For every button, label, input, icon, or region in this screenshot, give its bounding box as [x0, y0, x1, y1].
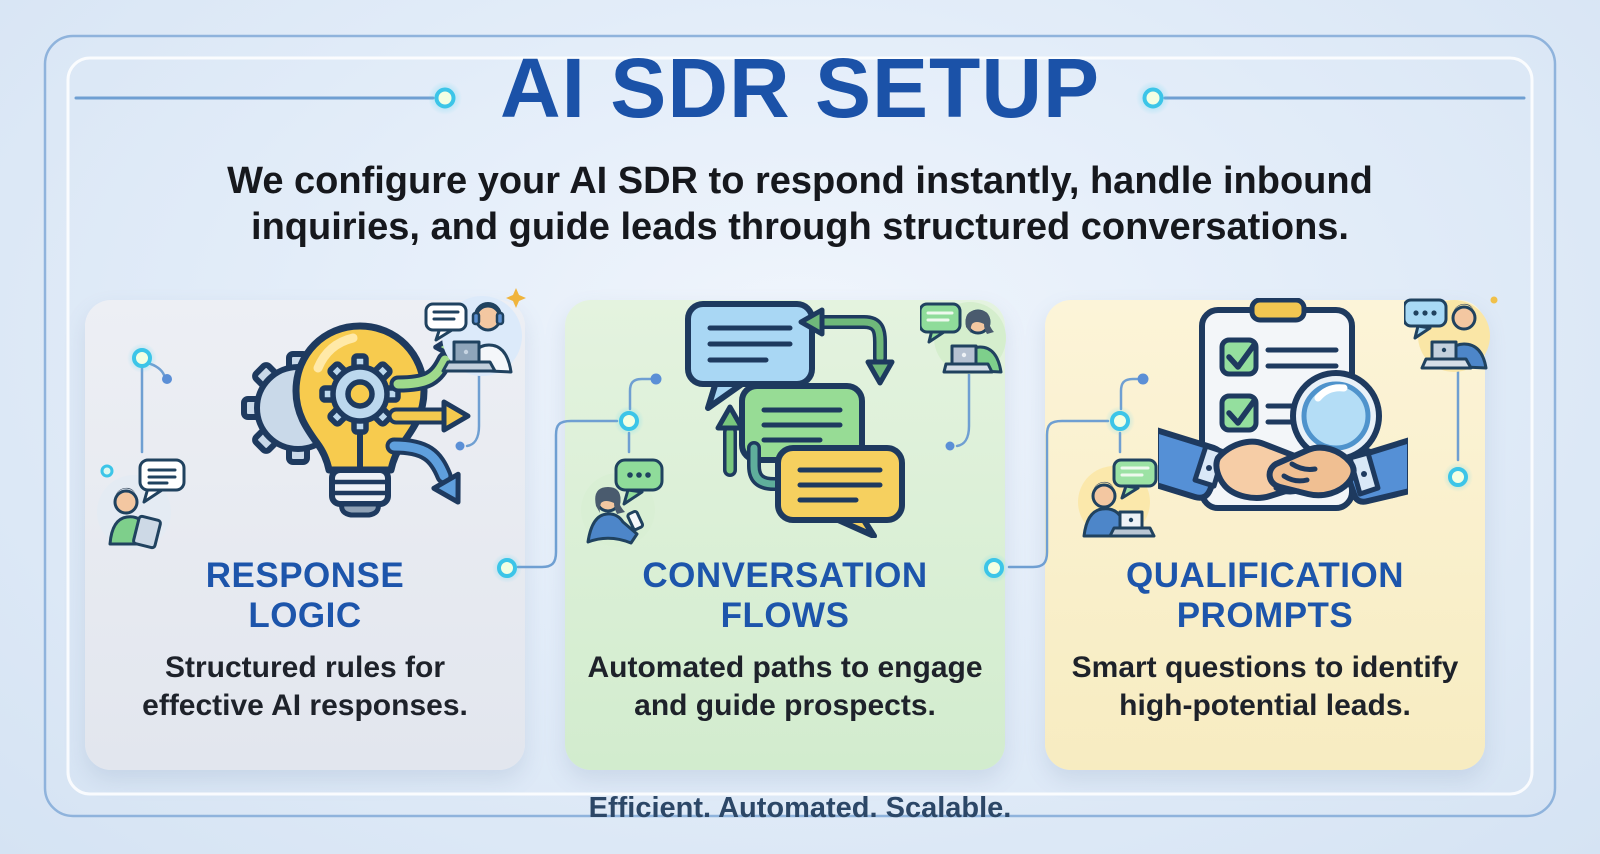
card-description-line: Automated paths to engage	[587, 651, 983, 684]
card-title-line: FLOWS	[720, 596, 850, 635]
card-description-line: and guide prospects.	[634, 689, 936, 722]
subtitle-line: inquiries, and guide leads through struc…	[251, 206, 1349, 248]
sparkle-dot	[1490, 296, 1498, 304]
subtitle-line: We configure your AI SDR to respond inst…	[227, 160, 1373, 202]
card-description: Smart questions to identify high-potenti…	[1045, 649, 1485, 725]
footer-tagline: Efficient. Automated. Scalable.	[588, 792, 1012, 824]
page-subtitle: We configure your AI SDR to respond inst…	[0, 158, 1600, 250]
card-qualification-prompts: QUALIFICATION PROMPTS Smart questions to…	[1045, 300, 1485, 770]
card-title-line: LOGIC	[248, 596, 362, 635]
card-description-line: high-potential leads.	[1119, 689, 1411, 722]
card-title-line: PROMPTS	[1176, 596, 1354, 635]
card-title-line: QUALIFICATION	[1125, 556, 1405, 595]
card-response-logic: RESPONSE LOGIC Structured rules for effe…	[85, 300, 525, 770]
card-description-line: effective AI responses.	[142, 689, 468, 722]
card-description: Structured rules for effective AI respon…	[85, 649, 525, 725]
card-title: RESPONSE LOGIC	[85, 556, 525, 636]
card-title-line: CONVERSATION	[642, 556, 928, 595]
card-description: Automated paths to engage and guide pros…	[565, 649, 1005, 725]
card-title-line: RESPONSE	[205, 556, 405, 595]
card-title: CONVERSATION FLOWS	[565, 556, 1005, 636]
card-description-line: Smart questions to identify	[1071, 651, 1459, 684]
card-description-line: Structured rules for	[164, 651, 446, 684]
card-title: QUALIFICATION PROMPTS	[1045, 556, 1485, 636]
card-conversation-flows: CONVERSATION FLOWS Automated paths to en…	[565, 300, 1005, 770]
page-title: AI SDR SETUP	[499, 41, 1101, 135]
